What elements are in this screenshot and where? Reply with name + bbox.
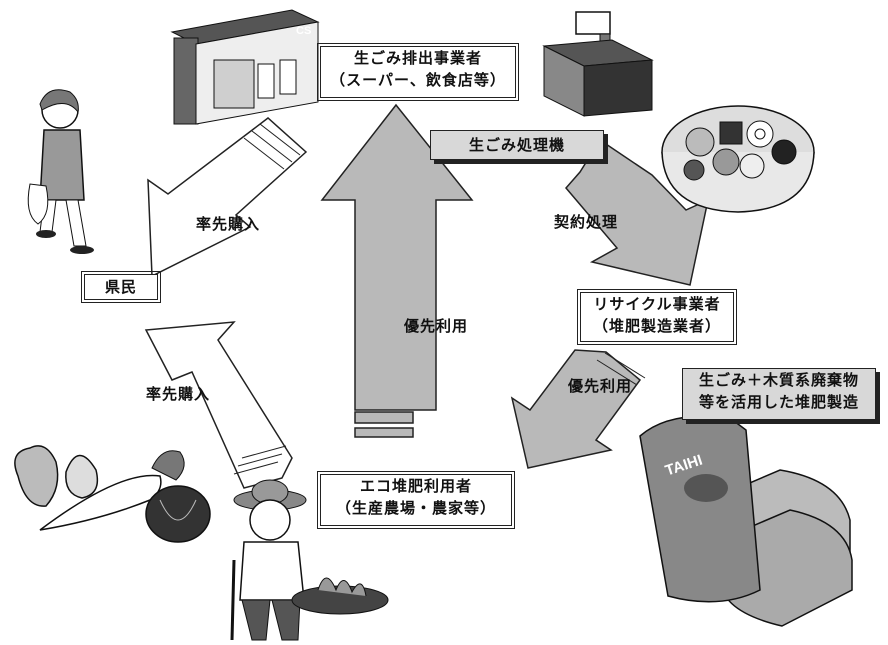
compost-process-box: 生ごみ＋木質系廃棄物 等を活用した堆肥製造 bbox=[682, 368, 876, 420]
compost-bags-illustration: TAIHI bbox=[639, 415, 853, 627]
purchase-arrow-top bbox=[147, 117, 308, 278]
generator-title: 生ごみ排出事業者 bbox=[353, 49, 482, 67]
convenience-store-illustration: CS bbox=[170, 9, 320, 125]
vegetables-illustration bbox=[14, 445, 211, 543]
woman-shopper-illustration bbox=[27, 89, 94, 254]
purchase-arrow-bottom bbox=[144, 321, 293, 489]
contract-arrow bbox=[565, 138, 710, 286]
user-title: エコ堆肥利用者 bbox=[359, 477, 472, 495]
purchase-bottom-label: 率先購入 bbox=[146, 385, 211, 403]
processor-box: 生ごみ処理機 bbox=[430, 130, 604, 160]
recycler-title: リサイクル事業者 bbox=[593, 295, 721, 313]
priority-use-center-label: 優先利用 bbox=[404, 317, 469, 335]
purchase-top-label: 率先購入 bbox=[196, 215, 261, 233]
recycler-box: リサイクル事業者 （堆肥製造業者） bbox=[577, 289, 737, 345]
store-sign: CS bbox=[296, 25, 311, 37]
user-box: エコ堆肥利用者 （生産農場・農家等） bbox=[317, 471, 515, 529]
food-pot-illustration bbox=[661, 105, 815, 213]
citizens-label: 県民 bbox=[104, 278, 137, 296]
generator-box: 生ごみ排出事業者 （スーパー、飲食店等） bbox=[317, 43, 519, 101]
compost-process-line1: 生ごみ＋木質系廃棄物 bbox=[698, 371, 859, 389]
priority-use-arrow-right bbox=[510, 349, 646, 469]
processor-label: 生ごみ処理機 bbox=[468, 136, 565, 154]
citizens-box: 県民 bbox=[81, 271, 161, 303]
contract-label: 契約処理 bbox=[554, 213, 619, 231]
farmer-illustration bbox=[230, 479, 389, 641]
compost-process-line2: 等を活用した堆肥製造 bbox=[698, 393, 859, 411]
user-subtitle: （生産農場・農家等） bbox=[335, 499, 496, 517]
supermarket-illustration bbox=[542, 11, 654, 117]
priority-use-right-label: 優先利用 bbox=[568, 377, 633, 395]
recycler-subtitle: （堆肥製造業者） bbox=[592, 317, 721, 335]
generator-subtitle: （スーパー、飲食店等） bbox=[330, 71, 506, 89]
